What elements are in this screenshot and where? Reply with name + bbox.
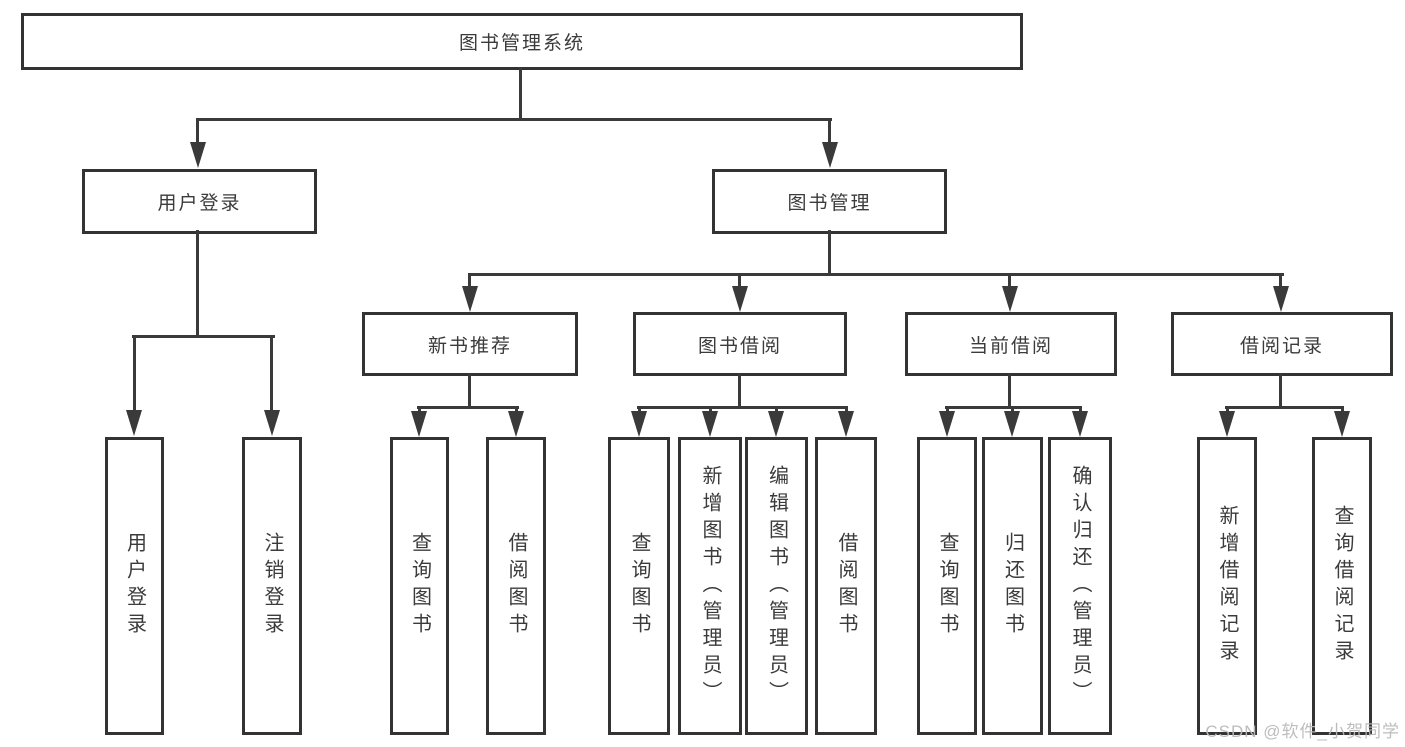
connector-drop-book-borrowing [738, 273, 741, 289]
arrowhead-current-borrowing [1002, 286, 1018, 312]
csdn-watermark: CSDN @软件_小贺同学 [1205, 722, 1400, 741]
connector-drop-logout [270, 335, 273, 414]
connector-new-book-stub [468, 373, 471, 409]
connector-drop-user-login-branch [196, 118, 199, 146]
connector-user-login-rail [132, 335, 275, 338]
node-edit-book-admin: 编辑图书（管理员） [745, 437, 808, 735]
arrowhead-query-books-3 [939, 411, 955, 437]
connector-book-management-stub [828, 230, 831, 276]
node-add-book-admin: 新增图书（管理员） [678, 437, 742, 735]
arrowhead-return-books [1004, 411, 1020, 437]
node-confirm-return-admin: 确认归还（管理员） [1048, 437, 1112, 735]
node-book-borrowing: 图书借阅 [633, 312, 847, 376]
node-query-borrow-record: 查询借阅记录 [1312, 437, 1372, 735]
node-borrowing-records: 借阅记录 [1171, 312, 1393, 376]
connector-borrowing-records-rail [1225, 406, 1344, 409]
node-query-books-newbook: 查询图书 [390, 437, 449, 735]
arrowhead-query-record [1334, 411, 1350, 437]
node-book-management-branch: 图书管理 [712, 169, 947, 234]
node-add-borrow-record: 新增借阅记录 [1197, 437, 1257, 735]
arrowhead-user-login [126, 410, 142, 436]
connector-drop-current-borrowing [1008, 273, 1011, 289]
arrowhead-add-book [702, 411, 718, 437]
arrowhead-borrow-books-2 [838, 411, 854, 437]
connector-book-borrowing-stub [738, 373, 741, 409]
node-return-books: 归还图书 [982, 437, 1043, 735]
node-user-login-branch: 用户登录 [82, 169, 317, 234]
node-new-book-recommend: 新书推荐 [362, 312, 578, 376]
arrowhead-borrow-books-1 [508, 411, 524, 437]
arrowhead-query-books-2 [631, 411, 647, 437]
arrowhead-edit-book [768, 411, 784, 437]
node-query-books-current: 查询图书 [917, 437, 977, 735]
connector-drop-user-login [133, 335, 136, 414]
connector-root-stub [519, 67, 522, 121]
arrowhead-query-books-1 [411, 411, 427, 437]
connector-new-book-rail [417, 406, 519, 409]
node-query-books-borrowing: 查询图书 [608, 437, 670, 735]
connector-borrowing-records-stub [1279, 373, 1282, 409]
connector-book-borrowing-rail [637, 406, 848, 409]
connector-book-management-rail [468, 273, 1284, 276]
node-user-login: 用户登录 [105, 437, 164, 735]
arrowhead-logout [264, 410, 280, 436]
connector-root-rail [196, 118, 832, 121]
connector-drop-borrowing-records [1279, 273, 1282, 289]
arrowhead-confirm-return [1072, 411, 1088, 437]
arrowhead-book-management [822, 142, 838, 168]
node-logout: 注销登录 [242, 437, 302, 735]
connector-drop-new-book [468, 273, 471, 289]
arrowhead-user-login-branch [190, 142, 206, 168]
connector-current-borrowing-stub [1008, 373, 1011, 409]
node-book-management-system: 图书管理系统 [21, 13, 1023, 70]
arrowhead-add-record [1219, 411, 1235, 437]
node-current-borrowing: 当前借阅 [905, 312, 1117, 376]
arrowhead-book-borrowing [732, 286, 748, 312]
node-borrow-books-newbook: 借阅图书 [486, 437, 546, 735]
connector-drop-book-management [828, 118, 831, 146]
arrowhead-borrowing-records [1273, 286, 1289, 312]
arrowhead-new-book [462, 286, 478, 312]
connector-user-login-stub [196, 230, 199, 338]
node-borrow-books-borrowing: 借阅图书 [815, 437, 877, 735]
